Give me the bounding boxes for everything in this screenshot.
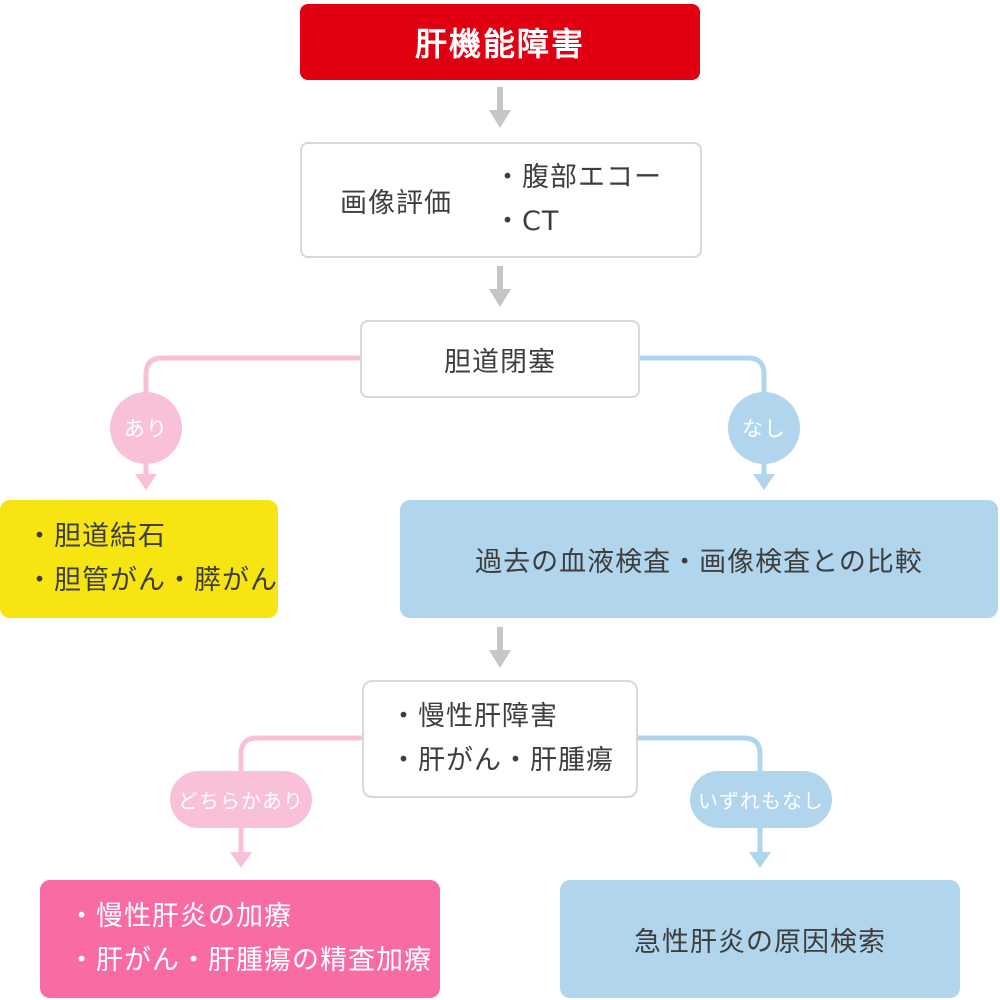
arrow-comparison-to-chronic-icon <box>489 627 511 668</box>
node-biliary-obstruction: 胆道閉塞 <box>360 320 640 398</box>
node-biliary-stone-cancer: ・胆道結石 ・胆管がん・膵がん <box>0 500 278 618</box>
imaging-evaluation-label: 画像評価 <box>340 187 452 219</box>
connector-obstruction-no-icon <box>640 355 775 490</box>
diagnosis-item: ・肝がん・肝腫瘍 <box>390 745 614 776</box>
imaging-method-item: ・CT <box>494 206 560 237</box>
branch-label-yes: あり <box>110 392 182 464</box>
node-chronic-liver-disease: ・慢性肝障害 ・肝がん・肝腫瘍 <box>362 680 638 798</box>
treatment-list: ・慢性肝炎の加療 ・肝がん・肝腫瘍の精査加療 <box>68 895 432 983</box>
chronic-liver-list: ・慢性肝障害 ・肝がん・肝腫瘍 <box>390 695 614 783</box>
branch-label-none-present: いずれもなし <box>690 771 832 828</box>
node-acute-hepatitis-search: 急性肝炎の原因検索 <box>560 880 960 998</box>
node-chronic-treatment: ・慢性肝炎の加療 ・肝がん・肝腫瘍の精査加療 <box>40 880 440 998</box>
treatment-item: ・慢性肝炎の加療 <box>68 901 292 932</box>
diagnosis-item: ・慢性肝障害 <box>390 701 558 732</box>
branch-label-no: なし <box>728 392 800 464</box>
imaging-methods-list: ・腹部エコー ・CT <box>494 156 662 244</box>
imaging-method-item: ・腹部エコー <box>494 162 662 193</box>
arrow-imaging-to-obstruction-icon <box>489 266 511 307</box>
diagnosis-item: ・胆管がん・膵がん <box>26 565 278 596</box>
diagnosis-item: ・胆道結石 <box>26 521 166 552</box>
arrow-start-to-imaging-icon <box>489 87 511 128</box>
node-imaging-evaluation: 画像評価 ・腹部エコー ・CT <box>300 142 702 258</box>
connector-obstruction-yes-icon <box>135 355 360 490</box>
treatment-item: ・肝がん・肝腫瘍の精査加療 <box>68 945 432 976</box>
connector-chronic-either-icon <box>230 735 362 868</box>
node-past-test-comparison: 過去の血液検査・画像検査との比較 <box>400 500 998 618</box>
biliary-stone-cancer-list: ・胆道結石 ・胆管がん・膵がん <box>26 515 278 603</box>
connector-chronic-none-icon <box>638 735 771 868</box>
node-liver-dysfunction: 肝機能障害 <box>300 4 700 80</box>
branch-label-either-present: どちらかあり <box>170 771 312 828</box>
